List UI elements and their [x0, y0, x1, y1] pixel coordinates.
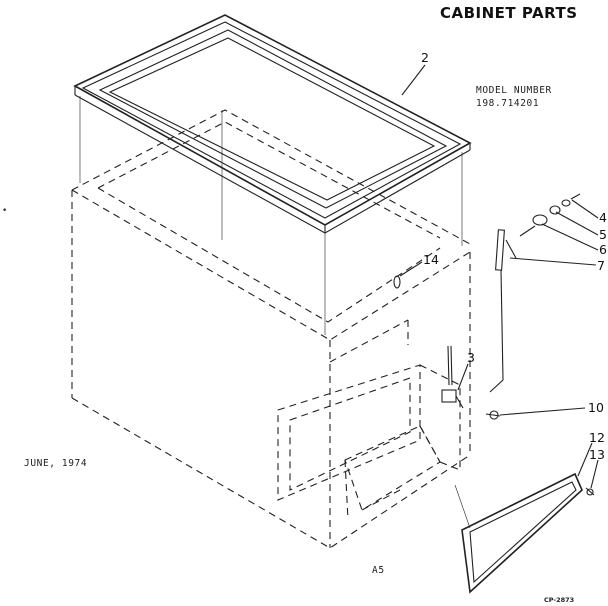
callout-13: 13 [589, 447, 605, 462]
screws [485, 410, 595, 496]
thermostat-clip [441, 345, 464, 409]
drawing-code: CP-2873 [544, 596, 575, 604]
cabinet-body [71, 109, 471, 549]
lid-frame [73, 14, 472, 234]
lid-liner [79, 96, 463, 335]
callout-14: 14 [423, 252, 439, 267]
page-code: A5 [372, 565, 385, 576]
leader-lines [399, 64, 599, 489]
callout-12: 12 [589, 430, 605, 445]
plug [393, 275, 401, 289]
callout-5: 5 [599, 227, 607, 242]
model-number-value: 198.714201 [476, 98, 540, 109]
callout-3: 3 [467, 350, 475, 365]
model-number-label: MODEL NUMBER [476, 85, 552, 96]
hinge-hardware [489, 193, 581, 393]
stray-mark: • [2, 206, 8, 216]
callout-4: 4 [599, 210, 607, 225]
callout-6: 6 [599, 242, 607, 257]
page-title: CABINET PARTS [440, 4, 578, 22]
compressor-compartment [277, 364, 461, 521]
callout-7: 7 [597, 258, 605, 273]
callout-10: 10 [588, 400, 604, 415]
access-panel [454, 472, 583, 594]
revision-date: JUNE, 1974 [24, 458, 88, 469]
callout-2: 2 [421, 50, 429, 65]
